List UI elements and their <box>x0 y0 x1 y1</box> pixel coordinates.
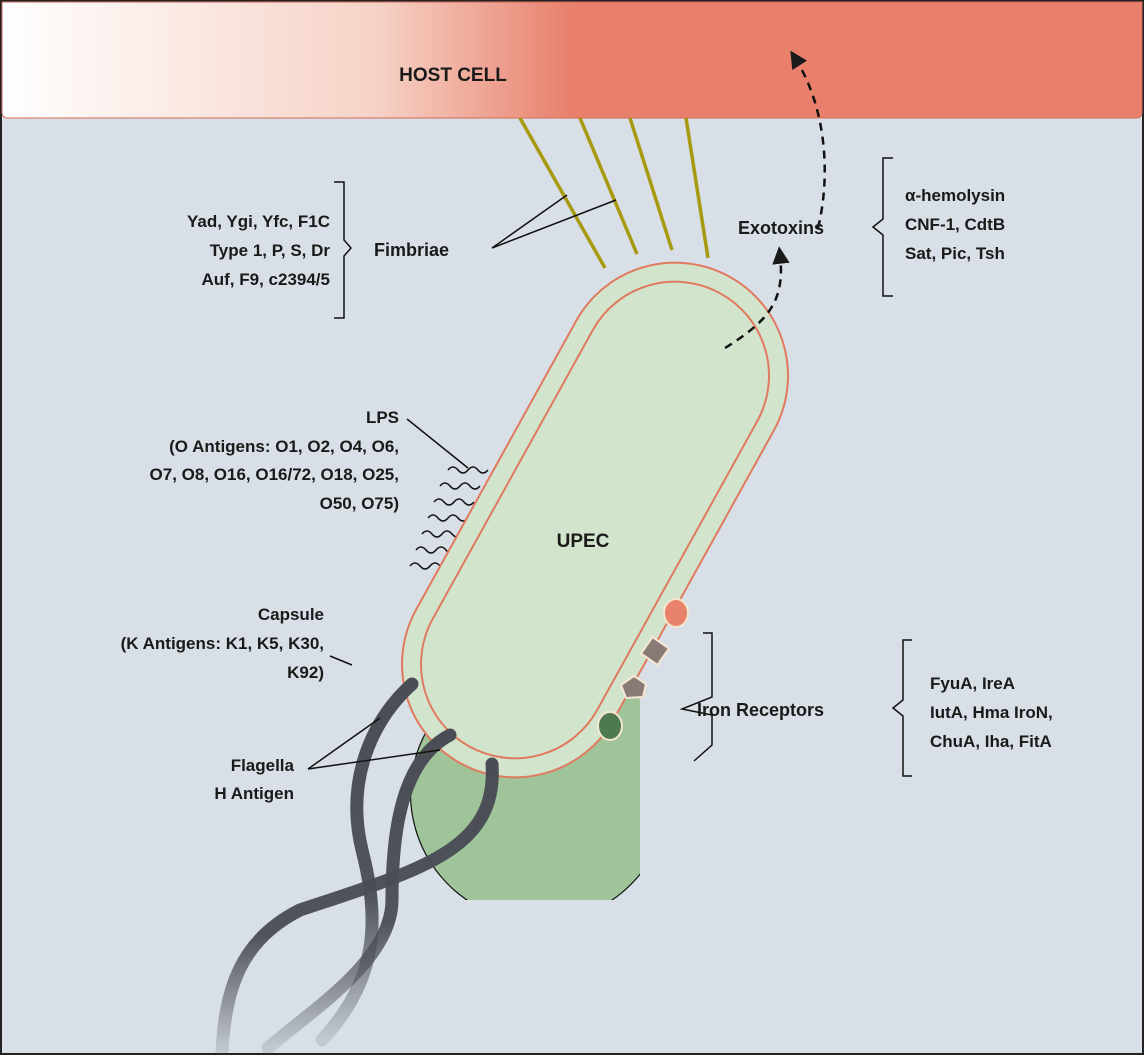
lps-label: LPS <box>366 408 399 427</box>
lps-antigen-line: (O Antigens: O1, O2, O4, O6, <box>169 437 399 456</box>
fimbriae-type-line: Yad, Ygi, Yfc, F1C <box>187 212 330 231</box>
capsule-antigen-line: (K Antigens: K1, K5, K30, <box>121 634 324 653</box>
receptor-orange-icon <box>664 599 688 627</box>
lps-antigen-line: O50, O75) <box>320 494 399 513</box>
fimbriae-label: Fimbriae <box>374 240 449 260</box>
flagella-label: Flagella <box>231 756 295 775</box>
receptor-green-icon <box>598 712 622 740</box>
upec-label: UPEC <box>557 531 610 552</box>
iron-receptor-type-line: FyuA, IreA <box>930 674 1015 693</box>
exotoxin-type-line: CNF-1, CdtB <box>905 215 1005 234</box>
host-cell <box>2 2 1142 118</box>
capsule-antigen-line: K92) <box>287 663 324 682</box>
exotoxins-label: Exotoxins <box>738 218 824 238</box>
host-cell-label: HOST CELL <box>399 65 507 86</box>
capsule-label: Capsule <box>258 605 324 624</box>
iron-receptor-type-line: IutA, Hma IroN, <box>930 703 1053 722</box>
iron-receptor-type-line: ChuA, Iha, FitA <box>930 732 1052 751</box>
exotoxin-type-line: Sat, Pic, Tsh <box>905 244 1005 263</box>
fimbriae-type-line: Auf, F9, c2394/5 <box>201 270 330 289</box>
h-antigen-label: H Antigen <box>214 784 294 803</box>
fimbriae-type-line: Type 1, P, S, Dr <box>210 241 331 260</box>
exotoxin-type-line: α-hemolysin <box>905 186 1005 205</box>
lps-antigen-line: O7, O8, O16, O16/72, O18, O25, <box>150 465 399 484</box>
iron-receptors-label: Iron Receptors <box>697 700 824 720</box>
